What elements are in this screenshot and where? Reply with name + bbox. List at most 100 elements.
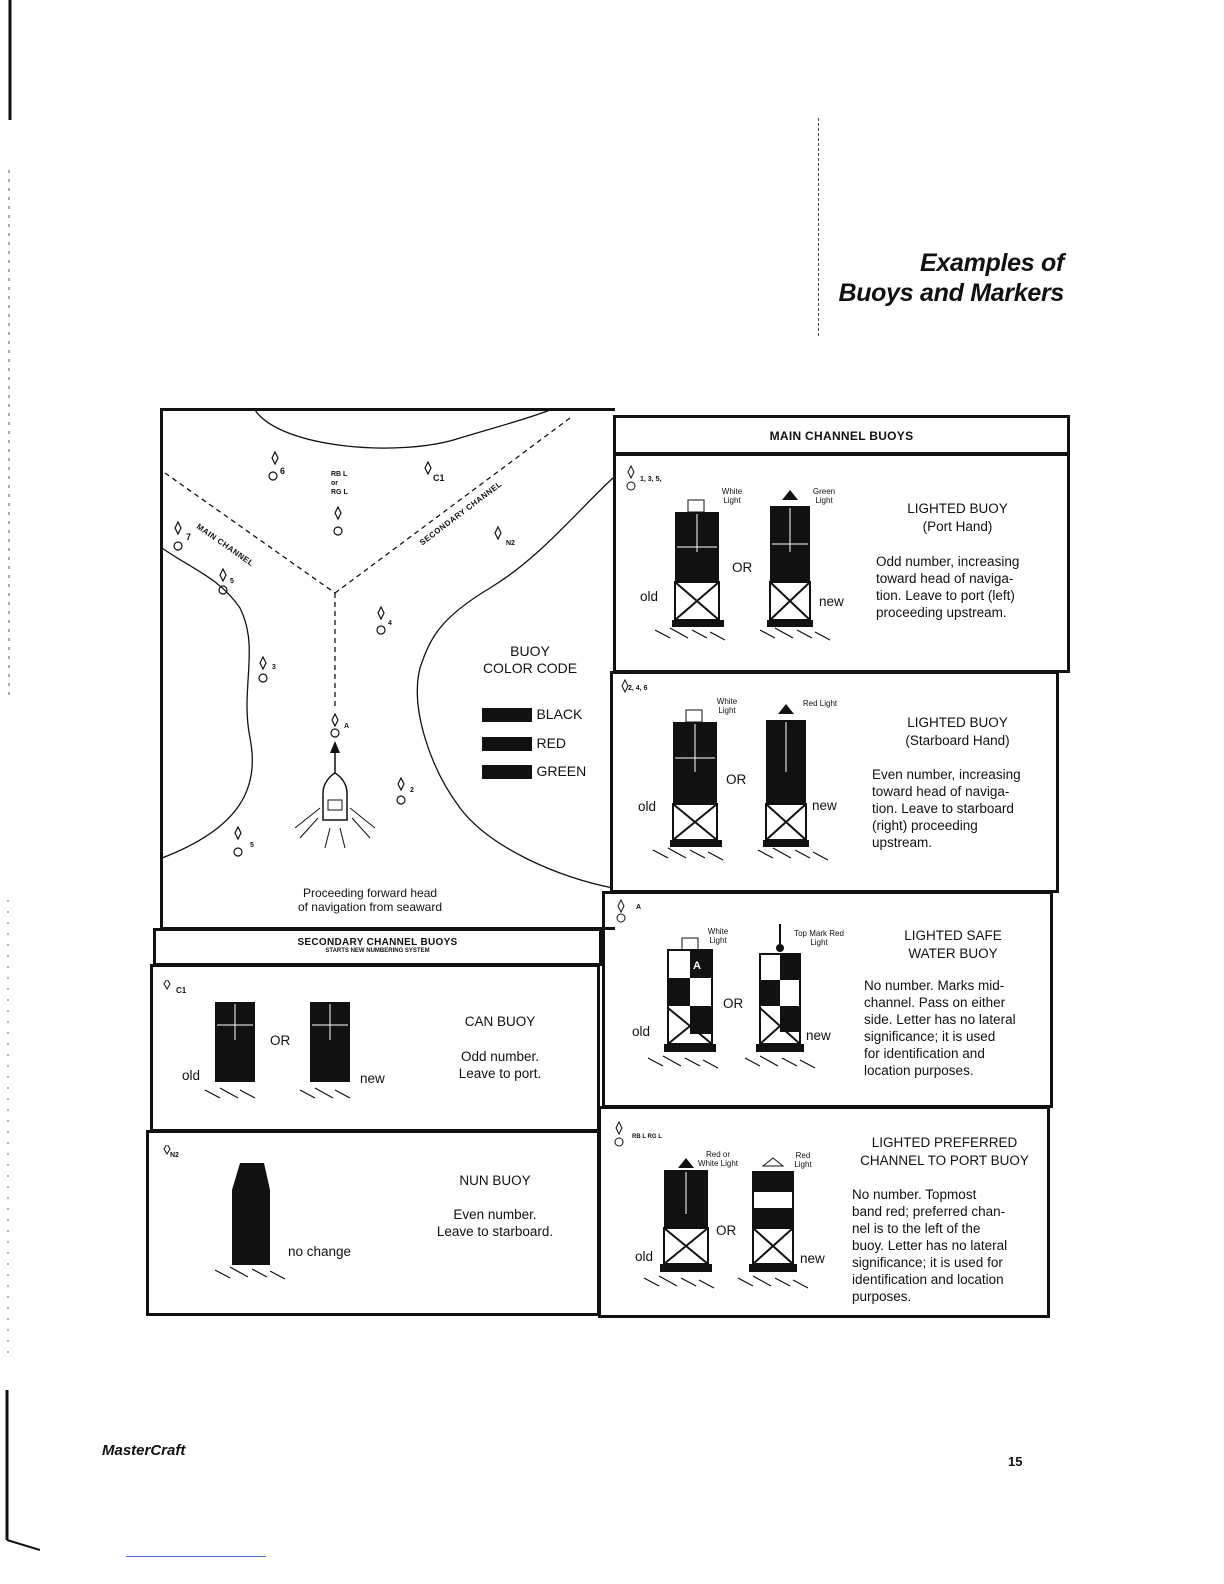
safe-water-new: new <box>806 1028 831 1043</box>
preferred-channel-body-line5: significance; it is used for <box>852 1255 1003 1270</box>
preferred-channel-body-line7: purposes. <box>852 1289 912 1304</box>
safe-water-body-line5: for identification and <box>864 1046 985 1061</box>
secondary-header: SECONDARY CHANNEL BUOYS STARTS NEW NUMBE… <box>153 928 602 966</box>
legend-red: RED <box>482 735 566 753</box>
safe-water-body-line1: No number. Marks mid- <box>864 978 1005 993</box>
starboard-hand-or: OR <box>726 772 747 787</box>
starboard-hand-figure <box>621 678 829 861</box>
port-hand-new: new <box>819 594 844 609</box>
map-buoy-2: 2 <box>410 787 414 794</box>
starboard-hand-body-line1: Even number, increasing <box>872 767 1021 782</box>
page-title: Examples of Buoys and Markers <box>838 248 1064 308</box>
legend-title-line2: COLOR CODE <box>482 660 578 676</box>
legend-black: BLACK <box>482 706 582 724</box>
scan-edge-marks <box>5 0 40 1551</box>
safe-water-buoy-letter: A <box>693 960 701 972</box>
port-hand-light-right: Green Light <box>812 487 836 505</box>
preferred-channel-title-line1: LIGHTED PREFERRED <box>871 1135 1018 1150</box>
port-hand-figure <box>626 464 831 641</box>
map-buoy-7: 7 <box>186 532 192 542</box>
can-buoy-old: old <box>182 1068 201 1083</box>
map-buoy-5b: 5 <box>250 842 254 849</box>
starboard-hand-body-line4: (right) proceeding <box>872 818 978 833</box>
preferred-channel-body-line4: buoy. Letter has no lateral <box>852 1238 1008 1253</box>
port-hand-title: LIGHTED BUOY (Port Hand) <box>880 500 1035 536</box>
starboard-hand-body-line5: upstream. <box>872 835 933 850</box>
map-buoy-3: 3 <box>272 664 276 671</box>
map-buoy-rgl-text: RG L <box>331 489 348 496</box>
safe-water-light-right: Top Mark Red Light <box>794 929 844 947</box>
port-hand-or: OR <box>732 560 753 575</box>
safe-water-title: LIGHTED SAFE WATER BUOY <box>878 927 1028 963</box>
map-caption: Proceeding forward head of navigation fr… <box>260 886 480 914</box>
preferred-channel-new: new <box>800 1251 825 1266</box>
map-caption-line2: of navigation from seaward <box>297 900 443 914</box>
map-caption-line1: Proceeding forward head <box>302 886 438 900</box>
starboard-hand-id: 2, 4, 6 <box>628 685 648 692</box>
port-hand-body-line4: proceeding upstream. <box>876 605 1007 620</box>
secondary-header-title: SECONDARY CHANNEL BUOYS <box>297 937 458 948</box>
safe-water-old: old <box>632 1024 651 1039</box>
legend-title-line1: BUOY <box>510 643 550 659</box>
starboard-hand-old: old <box>638 799 657 814</box>
starboard-hand-title: LIGHTED BUOY (Starboard Hand) <box>875 714 1040 750</box>
nun-buoy-id: N2 <box>170 1152 179 1159</box>
port-hand-title-line2: (Port Hand) <box>922 519 993 534</box>
safe-water-id: A <box>636 904 642 911</box>
port-hand-body-line1: Odd number, increasing <box>876 554 1020 569</box>
legend-swatch-red <box>482 736 532 751</box>
legend-label-green: GREEN <box>536 763 587 779</box>
port-hand-title-line1: LIGHTED BUOY <box>907 501 1008 516</box>
starboard-hand-light-left: White Light <box>716 697 738 715</box>
page-title-line2: Buoys and Markers <box>838 279 1064 307</box>
legend-swatch-black <box>482 707 532 722</box>
preferred-channel-body-line6: identification and location <box>852 1272 1004 1287</box>
map-buoy-5a: 5 <box>230 578 234 585</box>
brand-logo: MasterCraft <box>102 1442 186 1459</box>
port-hand-old: old <box>640 589 659 604</box>
channel-map <box>161 409 614 889</box>
can-buoy-body-line1: Odd number. <box>460 1049 540 1064</box>
can-buoy-figure <box>163 980 351 1099</box>
port-hand-body-line3: tion. Leave to port (left) <box>876 588 1015 603</box>
footer-rule <box>126 1556 266 1557</box>
safe-water-body-line6: location purposes. <box>864 1063 974 1078</box>
preferred-channel-title-line2: CHANNEL TO PORT BUOY <box>860 1153 1029 1168</box>
port-hand-light-left: White Light <box>721 487 743 505</box>
safe-water-body-line3: side. Letter has no lateral <box>864 1012 1016 1027</box>
starboard-hand-light-right: Red Light <box>802 699 838 708</box>
map-buoy-c1: C1 <box>433 473 445 483</box>
secondary-header-sub: STARTS NEW NUMBERING SYSTEM <box>325 948 430 954</box>
preferred-channel-light-right: Red Light <box>794 1151 812 1169</box>
preferred-channel-title: LIGHTED PREFERRED CHANNEL TO PORT BUOY <box>852 1134 1037 1170</box>
map-buoy-6: 6 <box>280 466 286 476</box>
preferred-channel-id: RB L RG L <box>632 1134 662 1140</box>
page-number: 15 <box>1008 1454 1023 1469</box>
legend-label-red: RED <box>536 735 567 751</box>
can-buoy-or: OR <box>270 1033 291 1048</box>
safe-water-body: No number. Marks mid- channel. Pass on e… <box>864 977 1049 1079</box>
preferred-channel-or: OR <box>716 1223 737 1238</box>
can-buoy-id: C1 <box>176 986 187 995</box>
main-channel-header: MAIN CHANNEL BUOYS <box>613 415 1070 455</box>
safe-water-body-line2: channel. Pass on either <box>864 995 1006 1010</box>
starboard-hand-body-line3: tion. Leave to starboard <box>872 801 1014 816</box>
map-buoy-rbl-text: RB L <box>331 471 348 478</box>
safe-water-body-line4: significance; it is used <box>864 1029 996 1044</box>
safe-water-title-line2: WATER BUOY <box>908 946 998 961</box>
preferred-channel-old: old <box>635 1249 654 1264</box>
safe-water-light-left: White Light <box>707 927 729 945</box>
port-hand-body: Odd number, increasing toward head of na… <box>876 553 1056 621</box>
starboard-hand-new: new <box>812 798 837 813</box>
starboard-hand-title-line1: LIGHTED BUOY <box>907 715 1008 730</box>
legend-green: GREEN <box>482 763 586 781</box>
starboard-hand-body-line2: toward head of naviga- <box>872 784 1010 799</box>
map-buoy-4: 4 <box>388 620 392 627</box>
can-buoy-new: new <box>360 1071 385 1086</box>
legend-label-black: BLACK <box>536 706 583 722</box>
nun-buoy-title: NUN BUOY <box>459 1173 531 1188</box>
preferred-channel-body-line3: nel is to the left of the <box>852 1221 981 1236</box>
legend-swatch-green <box>482 764 532 779</box>
can-buoy-body: Odd number. Leave to port. <box>430 1048 570 1082</box>
safe-water-title-line1: LIGHTED SAFE <box>904 928 1002 943</box>
